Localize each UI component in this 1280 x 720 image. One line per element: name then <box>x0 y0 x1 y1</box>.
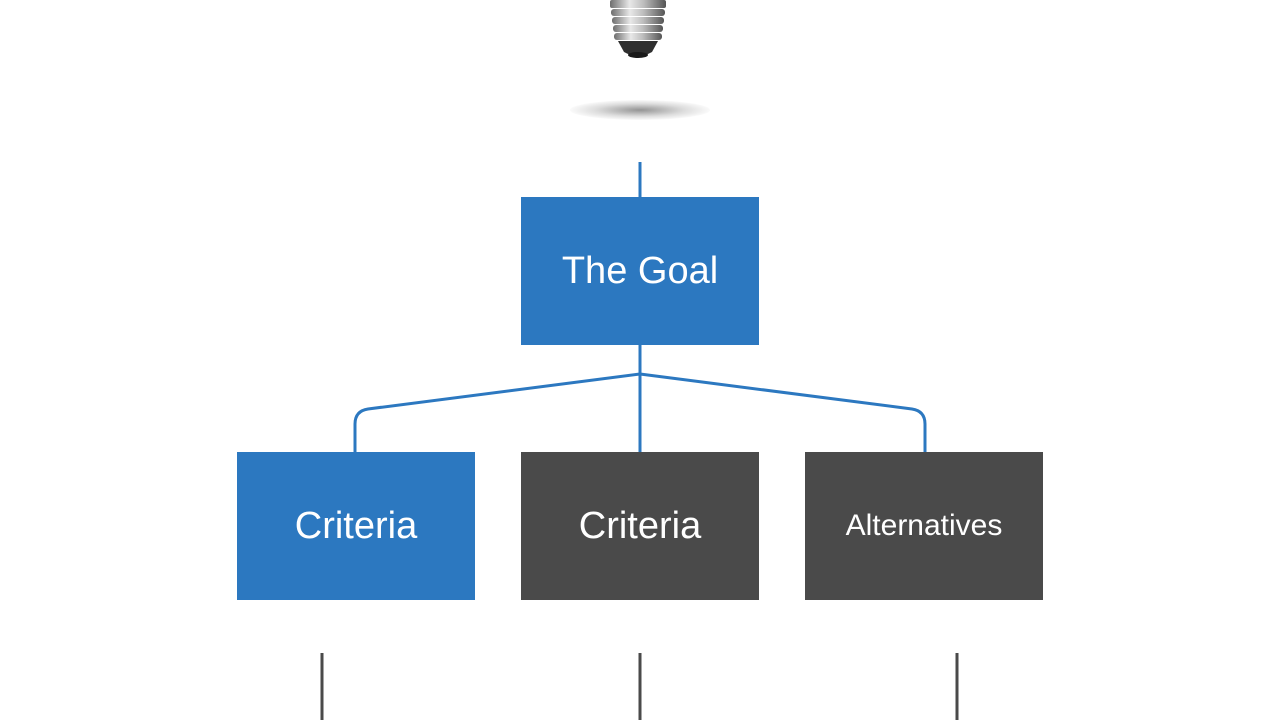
alternatives-node: Alternatives <box>805 452 1043 600</box>
branch-right-connector <box>639 372 927 452</box>
criteria-node-2: Criteria <box>521 452 759 600</box>
goal-label: The Goal <box>561 249 719 292</box>
criteria-label-2: Criteria <box>578 504 702 547</box>
branch-left-connector <box>353 372 641 452</box>
criteria-label-1: Criteria <box>294 504 418 547</box>
criteria-node-1: Criteria <box>237 452 475 600</box>
alternatives-label: Alternatives <box>845 509 1003 542</box>
bulb-shadow <box>570 100 710 120</box>
goal-node: The Goal <box>521 197 759 345</box>
light-bulb-icon <box>610 0 666 58</box>
